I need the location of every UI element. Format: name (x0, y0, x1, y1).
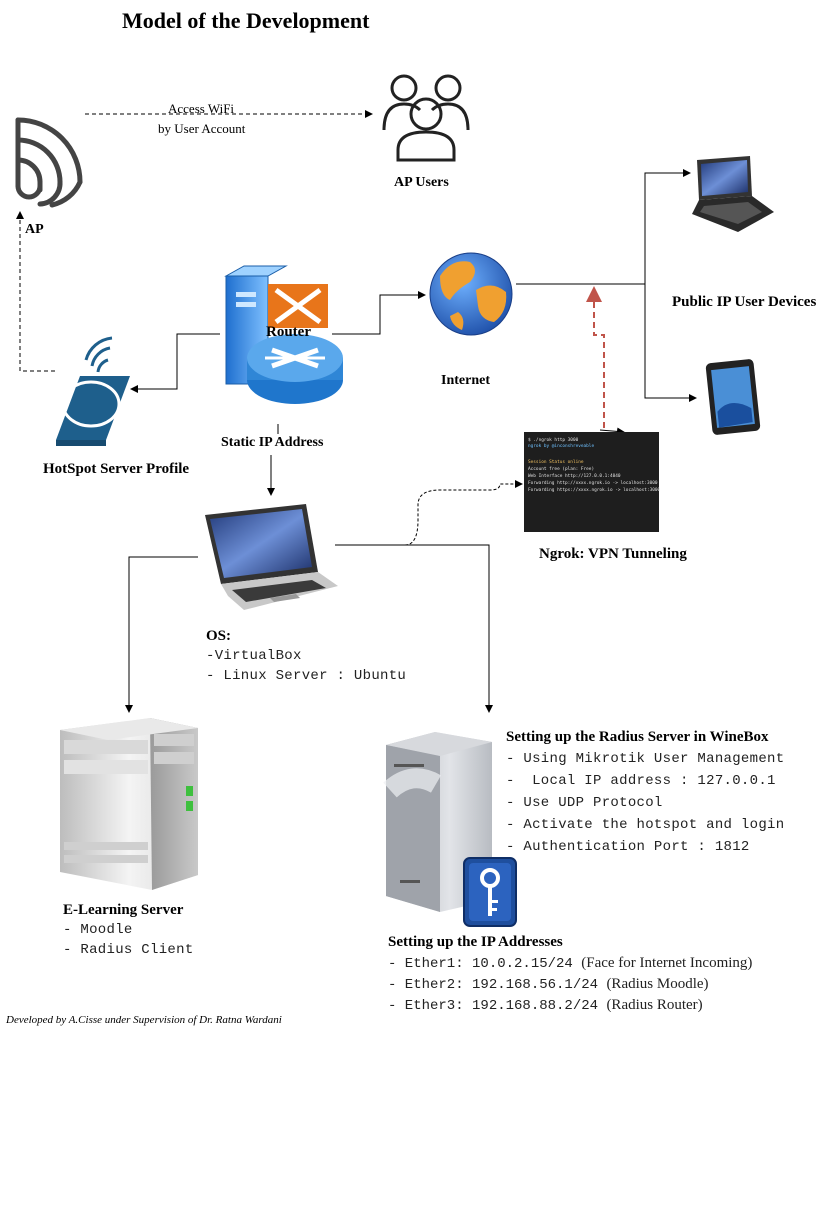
key-icon (463, 857, 517, 927)
elearning-heading: E-Learning Server (63, 902, 184, 918)
radius-heading: Setting up the Radius Server in WineBox (506, 729, 769, 745)
edge-label-access-wifi-2: by User Account (158, 121, 246, 136)
hotspot-access-point-icon (56, 336, 130, 446)
edge-laptop-to-ngrok (404, 480, 523, 546)
os-item: - Linux Server : Ubuntu (206, 668, 407, 684)
ip-item: - Ether1: 10.0.2.15/24 (Face for Interne… (388, 955, 752, 972)
public-laptop-icon (692, 156, 774, 232)
node-hotspot-label: HotSpot Server Profile (43, 461, 190, 477)
tablet-icon (705, 359, 761, 435)
terminal-icon: $ ./ngrok http 3000 ngrok by @inconshrev… (524, 432, 661, 532)
users-group-icon (382, 74, 470, 162)
elearning-item: - Moodle (63, 922, 133, 938)
edge-ngrok-top (599, 427, 625, 436)
globe-icon (429, 252, 513, 336)
radius-item: - Use UDP Protocol (506, 795, 663, 811)
edge-internet-to-laptop (516, 169, 691, 285)
wifi-signal-icon (15, 117, 83, 208)
edge-label-access-wifi-1: Access WiFi (168, 101, 235, 116)
os-heading: OS: (206, 628, 232, 644)
edge-router-to-internet (332, 291, 426, 335)
node-ap-users-label: AP Users (394, 175, 449, 190)
node-ngrok-label: Ngrok: VPN Tunneling (539, 546, 687, 562)
ip-item-value: - Ether2: 192.168.56.1/24 (388, 977, 607, 993)
ip-item-note: (Face for Internet Incoming) (581, 955, 753, 971)
edge-ngrok-to-internet (586, 286, 605, 428)
terminal-line: Web Interface http://127.0.0.1:4040 (528, 473, 621, 479)
terminal-line: Forwarding http://xxxx.ngrok.io -> local… (528, 480, 658, 486)
os-item: -VirtualBox (206, 648, 302, 664)
terminal-line: Forwarding https://xxxx.ngrok.io -> loca… (528, 487, 661, 493)
edge-router-to-hotspot (130, 333, 220, 393)
elearning-item: - Radius Client (63, 942, 194, 958)
router-icon (224, 265, 343, 404)
edge-laptop-to-radius (335, 544, 493, 713)
elearning-server-icon (60, 718, 198, 890)
ip-item-note: (Radius Moodle) (606, 976, 709, 992)
ip-item-value: - Ether3: 192.168.88.2/24 (388, 998, 607, 1014)
node-public-ip-label: Public IP User Devices (672, 294, 817, 310)
terminal-line: Account free (plan: Free) (528, 466, 594, 472)
radius-item: - Using Mikrotik User Management (506, 751, 785, 767)
node-ap-label: AP (25, 222, 44, 237)
node-router-label: Router (266, 324, 311, 340)
edge-internet-to-tablet (644, 284, 697, 402)
terminal-line: Session Status online (528, 459, 584, 465)
ip-item-value: - Ether1: 10.0.2.15/24 (388, 956, 582, 972)
edge-laptop-to-elearning (125, 556, 198, 713)
radius-item: - Activate the hotspot and login (506, 817, 785, 833)
laptop-icon (205, 504, 338, 610)
terminal-line: $ ./ngrok http 3000 (528, 437, 579, 443)
terminal-line: ngrok by @inconshreveable (528, 443, 594, 449)
ip-item-note: (Radius Router) (606, 997, 703, 1013)
ip-heading: Setting up the IP Addresses (388, 934, 563, 950)
footer-credit: Developed by A.Cisse under Supervision o… (6, 1014, 282, 1026)
node-internet-label: Internet (441, 373, 490, 388)
ip-item: - Ether3: 192.168.88.2/24 (Radius Router… (388, 997, 703, 1014)
radius-item: - Local IP address : 127.0.0.1 (506, 773, 776, 789)
node-static-ip-label: Static IP Address (221, 435, 324, 450)
edge-hotspot-to-ap (16, 211, 55, 372)
radius-item: - Authentication Port : 1812 (506, 839, 750, 855)
ip-item: - Ether2: 192.168.56.1/24 (Radius Moodle… (388, 976, 709, 993)
diagram-title: Model of the Development (122, 8, 370, 33)
